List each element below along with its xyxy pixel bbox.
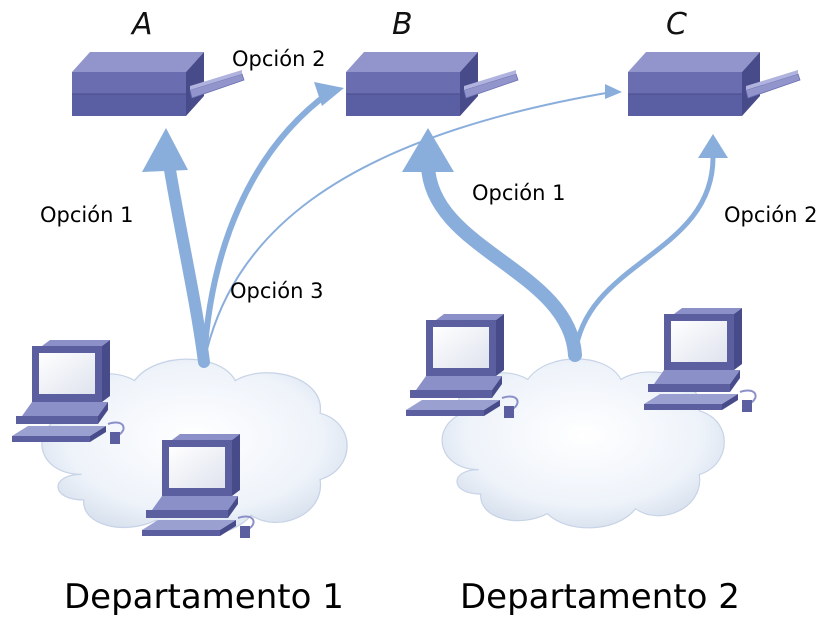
dept1-option-2-label: Opción 2: [232, 47, 325, 71]
arrow-dept1-to-b: [201, 89, 333, 365]
dept1-label: Departamento 1: [64, 577, 344, 617]
arrows: [164, 89, 716, 368]
node-a-label: A: [130, 7, 153, 42]
dept2-option-1-label: Opción 1: [472, 181, 565, 205]
dept2-computer-2-icon: [643, 307, 757, 413]
arrow-dept2-to-b: [421, 158, 582, 362]
arrowheads: [142, 82, 728, 172]
arrowhead-c-opt2: [698, 134, 728, 158]
arrow-dept1-to-a: [164, 164, 210, 368]
arrowhead-a: [142, 128, 188, 172]
switch-c-icon: [627, 51, 801, 117]
arrow-dept1-to-c: [203, 91, 613, 363]
arrow-dept2-to-c: [572, 152, 716, 358]
node-c-label: C: [666, 7, 687, 42]
node-b-label: B: [392, 7, 413, 42]
dept2-option-2-label: Opción 2: [724, 203, 817, 227]
arrowhead-c-opt3: [605, 84, 622, 99]
switch-a-icon: [71, 51, 245, 117]
switch-b-icon: [345, 51, 519, 117]
dept2-label: Departamento 2: [460, 577, 740, 617]
arrowhead-b-opt1: [402, 128, 454, 172]
dept1-option-3-label: Opción 3: [230, 279, 323, 303]
arrowhead-b-opt2: [314, 82, 344, 106]
dept1-option-1-label: Opción 1: [40, 203, 133, 227]
